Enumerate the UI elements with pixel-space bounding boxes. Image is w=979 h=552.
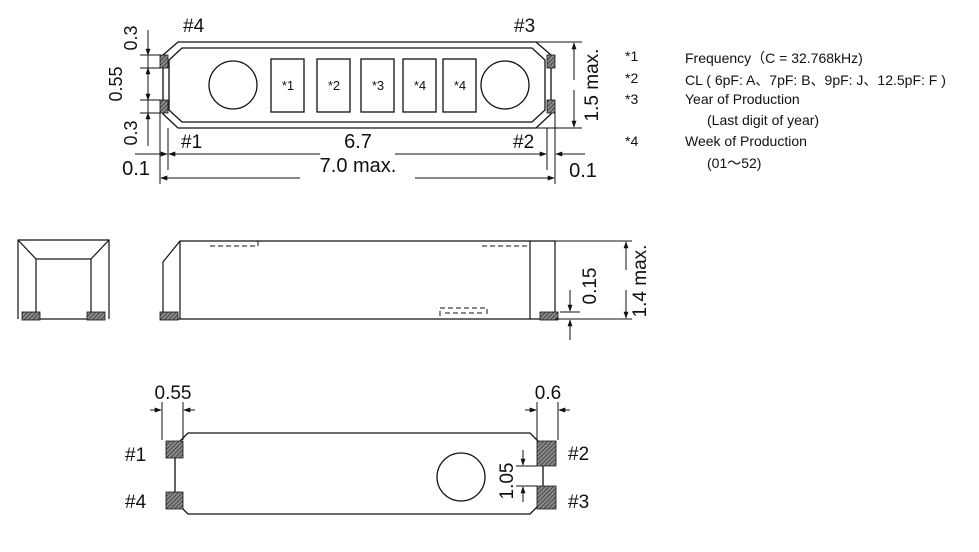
dim-offset-left: 0.1 (122, 158, 150, 180)
top-view-outline (162, 41, 552, 129)
bottom-pad-2 (536, 440, 557, 467)
end-pad-left (21, 311, 41, 321)
bottom-pad-1 (165, 440, 184, 459)
marking-label-5: *4 (454, 78, 466, 93)
bottom-pin-label-2: #2 (568, 444, 589, 465)
bottom-pin-label-1: #1 (125, 445, 146, 466)
marking-label-3: *3 (372, 78, 384, 93)
marking-box-5 (442, 58, 477, 113)
note-text: (Last digit of year) (707, 112, 820, 128)
bottom-pin-label-3: #3 (568, 492, 589, 513)
dim-offset-right: 0.1 (569, 160, 597, 182)
top-pin-label-4: #4 (183, 16, 205, 37)
end-pad-right (86, 311, 106, 321)
top-pin-label-1: #1 (181, 132, 202, 153)
marking-label-1: *1 (282, 78, 294, 93)
top-pad-4 (159, 54, 169, 69)
dim-pad-top: 0.3 (121, 25, 141, 50)
bottom-pad-3 (536, 485, 557, 510)
note-key: *3 (625, 91, 639, 107)
dim-left-pad: 0.55 (155, 383, 192, 404)
top-pad-3 (546, 54, 556, 69)
top-pad-2 (546, 99, 556, 114)
side-pad-right (539, 311, 559, 321)
dim-pad-span: 1.05 (497, 463, 518, 500)
bottom-pin-label-4: #4 (125, 492, 147, 513)
note-text: (01～52) (707, 155, 762, 171)
note-key: *1 (625, 48, 639, 64)
dim-standoff: 0.15 (580, 268, 601, 305)
top-view-inner-outline (168, 47, 546, 123)
top-marking-circle-left (208, 60, 258, 110)
note-key: *4 (625, 133, 639, 149)
top-pad-1 (159, 99, 169, 114)
side-view (159, 240, 559, 321)
note-key: *2 (625, 70, 639, 86)
marking-box-1 (270, 58, 305, 113)
note-text: Year of Production (685, 91, 800, 107)
marking-box-2 (316, 58, 351, 113)
side-pad-left (159, 311, 179, 321)
marking-box-3 (360, 58, 395, 113)
dim-pad-bottom: 0.3 (121, 120, 141, 145)
dim-pad-gap: 0.55 (106, 66, 126, 101)
dim-length: 7.0 max. (320, 155, 397, 177)
dim-right-pad: 0.6 (535, 383, 561, 404)
bottom-circle (436, 452, 486, 502)
dim-side-height: 1.4 max. (630, 245, 651, 318)
marking-label-4: *4 (414, 78, 426, 93)
top-pin-label-2: #2 (513, 132, 534, 153)
bottom-view (165, 432, 557, 515)
note-text: Week of Production (685, 133, 807, 149)
note-text: CL ( 6pF: A、7pF: B、9pF: J、12.5pF: F ) (685, 72, 946, 88)
note-text: Frequency（C = 32.768kHz) (685, 50, 863, 66)
marking-box-4 (402, 58, 437, 113)
bottom-pad-4 (165, 491, 184, 510)
dim-inner-length: 6.7 (344, 131, 372, 153)
marking-label-2: *2 (328, 78, 340, 93)
top-pin-label-3: #3 (514, 16, 535, 37)
end-view (17, 239, 110, 321)
top-view (159, 41, 556, 129)
dim-top-height: 1.5 max. (582, 49, 603, 122)
top-marking-circle-right (480, 60, 530, 110)
